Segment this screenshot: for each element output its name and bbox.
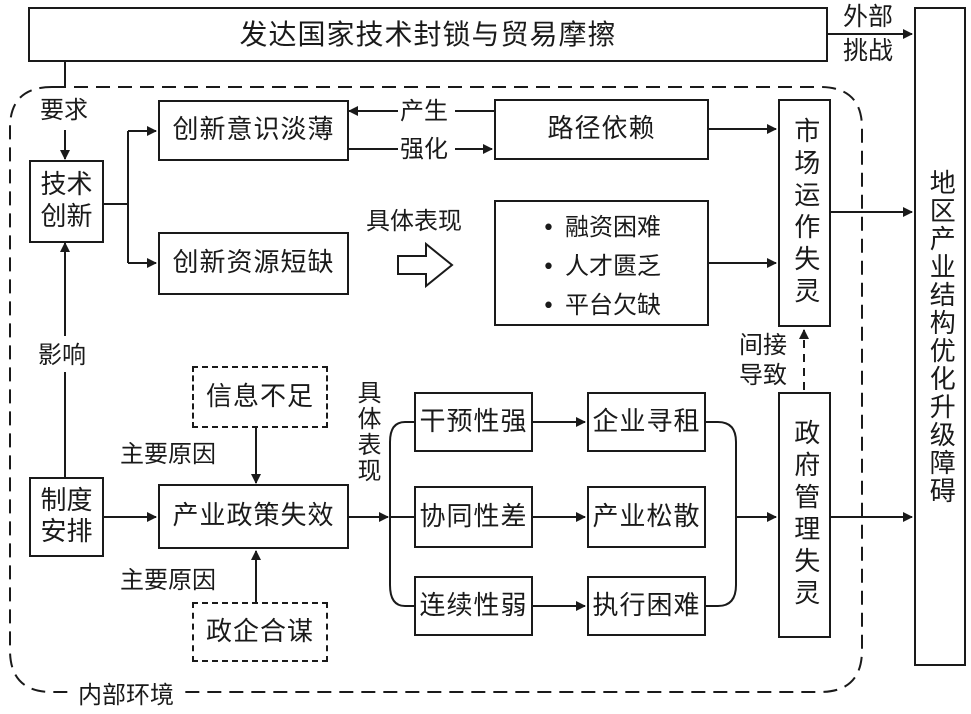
path-dependence-box: 路径依赖	[494, 99, 709, 160]
region-obstacle-text: 地区产业结构优化升级障碍	[925, 168, 956, 505]
rent-seeking-box: 企业寻租	[587, 392, 706, 452]
institution-box: 制度 安排	[29, 477, 104, 557]
intervention-box: 干预性强	[414, 392, 533, 452]
innovation-resources-box: 创新资源短缺	[158, 232, 349, 295]
detail-list: 融资困难 人才匮乏 平台欠缺	[542, 207, 661, 320]
market-failure-box: 市场运作失灵	[778, 99, 831, 327]
external-pressure-box: 发达国家技术封锁与贸易摩擦	[28, 7, 828, 62]
main-cause-label-1: 主要原因	[120, 440, 216, 468]
gov-failure-box: 政府管理失灵	[778, 392, 831, 638]
execution-difficulty-box: 执行困难	[587, 576, 706, 636]
info-lack-box: 信息不足	[192, 366, 328, 428]
external-challenge-label: 外部 挑战	[842, 2, 893, 65]
main-cause-label-2: 主要原因	[120, 566, 216, 594]
indirect-cause-label: 间接 导致	[739, 331, 787, 389]
innovation-awareness-box: 创新意识淡薄	[158, 100, 349, 161]
produce-label: 产生	[400, 97, 448, 125]
influence-label: 影响	[38, 341, 86, 369]
tech-innovation-box: 技术 创新	[29, 160, 104, 243]
loose-industry-box: 产业松散	[587, 486, 706, 548]
policy-failure-box: 产业政策失效	[158, 484, 349, 549]
hollow-arrow-icon	[397, 241, 454, 289]
detail-item: 融资困难	[542, 207, 661, 242]
region-obstacle-box: 地区产业结构优化升级障碍	[914, 7, 966, 666]
detail-item: 平台欠缺	[542, 285, 661, 320]
detail-item: 人才匮乏	[542, 246, 661, 281]
strengthen-label: 强化	[400, 135, 448, 163]
internal-env-label: 内部环境	[72, 680, 180, 710]
require-label: 要求	[40, 96, 88, 124]
internal-env-boundary	[9, 86, 863, 693]
manifest-label-top: 具体表现	[366, 207, 462, 235]
coordination-box: 协同性差	[414, 486, 533, 548]
continuity-box: 连续性弱	[414, 576, 533, 636]
collusion-box: 政企合谋	[192, 602, 328, 662]
resource-shortage-details-box: 融资困难 人才匮乏 平台欠缺	[494, 200, 709, 326]
external-pressure-text: 发达国家技术封锁与贸易摩擦	[239, 18, 617, 51]
manifest-label-bottom: 具体表现	[353, 380, 381, 484]
